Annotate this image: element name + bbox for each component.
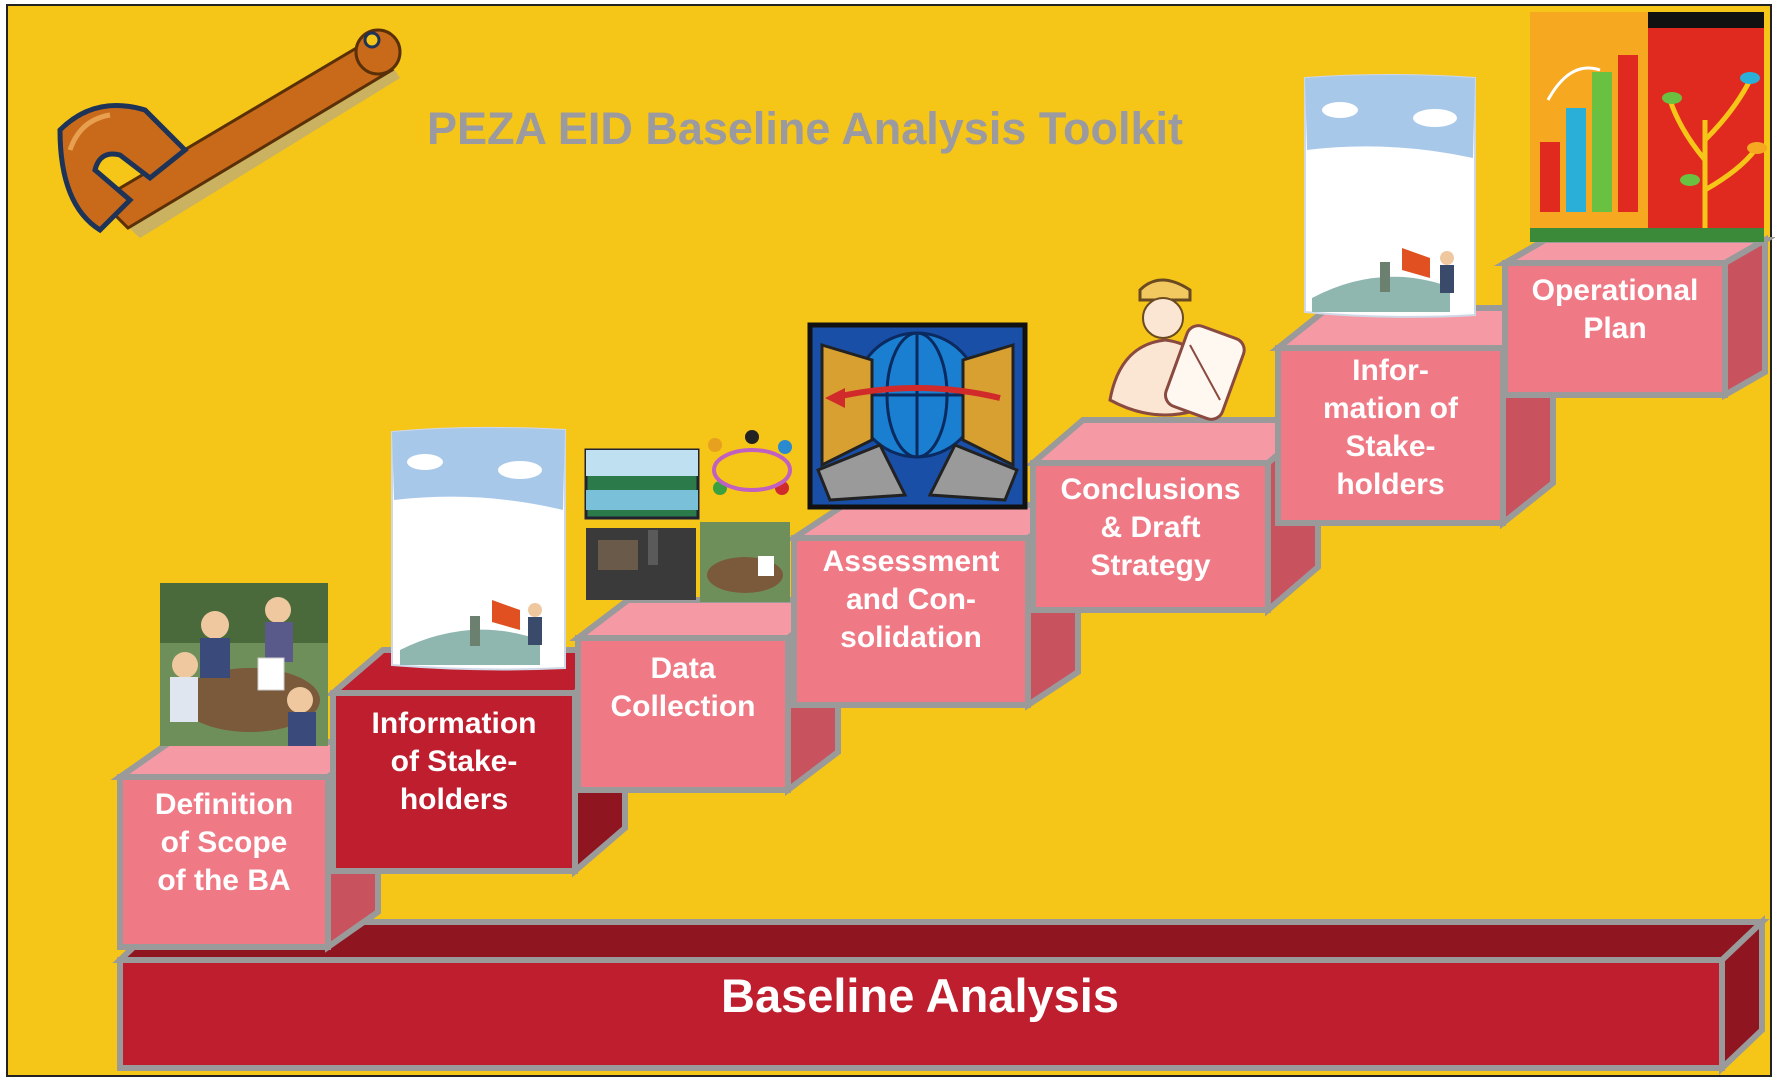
- document-announcer-icon: [391, 426, 566, 671]
- step-4-label: Assessment and Con- solidation: [822, 545, 1000, 654]
- base-bar: [112, 915, 1770, 1075]
- step-3-face: [575, 635, 791, 793]
- step-7-label: Operational Plan: [1531, 274, 1699, 345]
- step-6-face: [1275, 345, 1506, 526]
- step-7-face: [1502, 260, 1728, 398]
- step-6-label: Infor- mation of Stake- holders: [1323, 354, 1458, 501]
- base-bar-top: [112, 919, 1770, 963]
- base-bar-face: [117, 957, 1725, 1071]
- step-7-side: [1722, 234, 1768, 401]
- step-4-face: [791, 535, 1031, 708]
- step-5-label: Conclusions & Draft Strategy: [1060, 473, 1241, 582]
- engineer-blueprint-icon: [1108, 278, 1246, 421]
- page-title: PEZA EID Baseline Analysis Toolkit: [426, 103, 1184, 154]
- baseline-analysis-label: Baseline Analysis: [721, 969, 1119, 1022]
- wrench-icon: [57, 28, 402, 238]
- step-3-label: Data Collection: [610, 652, 756, 723]
- people-circle-icon: [708, 430, 792, 495]
- step-1-face: [117, 774, 331, 950]
- document-announcer-icon: [1304, 74, 1476, 318]
- step-5-face: [1030, 460, 1271, 613]
- globe-computers-icon: [807, 322, 1028, 510]
- data-collage-icon: [584, 430, 792, 602]
- meeting-clipart-icon: [160, 583, 328, 746]
- step-1-label: Definition of Scope of the BA: [154, 788, 294, 897]
- step-7-block: [1493, 234, 1775, 401]
- step-2-label: Information of Stake- holders: [371, 707, 537, 816]
- growth-chart-tree-icon: [1530, 12, 1767, 242]
